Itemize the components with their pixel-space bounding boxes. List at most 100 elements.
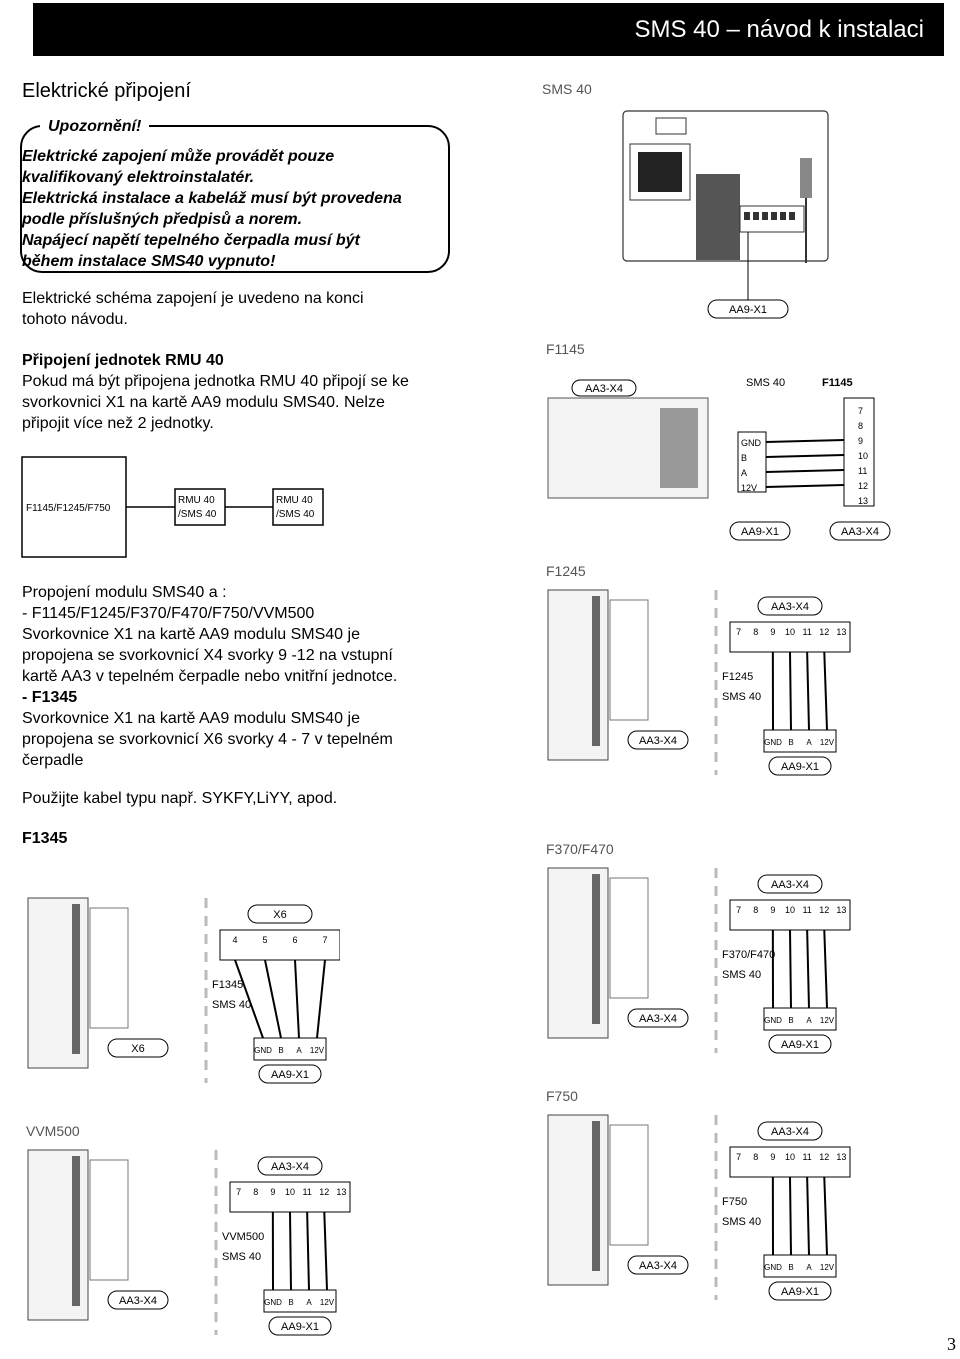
- pin-label: 12V: [820, 1263, 835, 1272]
- pin-label: 7: [858, 406, 863, 416]
- modules-section: Propojení modulu SMS40 a : - F1145/F1245…: [22, 582, 397, 771]
- unit-component: [592, 1121, 600, 1271]
- pin-label: 9: [858, 436, 863, 446]
- text-line: svorkovnici X1 na kartě AA9 modulu SMS40…: [22, 394, 385, 411]
- page-number: 3: [947, 1334, 956, 1354]
- warning-text: Elektrické zapojení může provádět pouze …: [22, 146, 452, 272]
- figure-label: F750: [546, 1088, 578, 1104]
- wire: [823, 1176, 828, 1256]
- pin-label: A: [741, 468, 747, 478]
- row-label: SMS 40: [722, 969, 761, 981]
- row-label: SMS 40: [722, 691, 761, 703]
- wire: [789, 929, 792, 1009]
- wire: [294, 959, 300, 1039]
- unit-component: [660, 408, 698, 488]
- pin-label: 13: [336, 1187, 346, 1197]
- pin-label: 12: [819, 905, 829, 915]
- card-badge-frame: [627, 1008, 689, 1028]
- figure-label: SMS 40: [542, 81, 592, 97]
- terminal-block: [219, 929, 340, 961]
- card-badge-frame: [107, 1038, 169, 1058]
- pin-label: 9: [770, 627, 775, 637]
- bottom-badge-frame: [768, 756, 832, 776]
- row-label: F750: [722, 1196, 747, 1208]
- bottom-badge: AA9-X1: [781, 1286, 819, 1298]
- pin-label: B: [288, 1298, 293, 1307]
- wire: [765, 439, 845, 443]
- text-line: propojena se svorkovnicí X6 svorky 4 - 7…: [22, 731, 393, 748]
- text-line: Svorkovnice X1 na kartě AA9 modulu SMS40…: [22, 626, 360, 643]
- board-transformer: [696, 174, 740, 260]
- text-line: tohoto návodu.: [22, 311, 128, 328]
- board-chip: [638, 152, 682, 192]
- row-label: SMS 40: [722, 1216, 761, 1228]
- top-badge-frame: [257, 1156, 323, 1176]
- wire: [823, 651, 828, 731]
- pin-label: 9: [770, 905, 775, 915]
- card-badge: AA3-X4: [639, 735, 677, 747]
- pin-label: 8: [753, 1152, 758, 1162]
- pin-label: GND: [764, 1263, 782, 1272]
- pin-label: 12: [819, 627, 829, 637]
- pin-label: 13: [836, 627, 846, 637]
- wire: [323, 1211, 328, 1291]
- bottom-terminal: [253, 1037, 327, 1061]
- pin-label: 7: [736, 627, 741, 637]
- pin-label: 8: [253, 1187, 258, 1197]
- top-badge: AA3-X4: [771, 1126, 809, 1138]
- pin-label: 13: [858, 496, 868, 506]
- wire: [765, 484, 845, 488]
- pin-label: 7: [322, 935, 327, 945]
- wire: [306, 1211, 310, 1291]
- top-badge: AA3-X4: [771, 601, 809, 613]
- wire: [289, 1211, 292, 1291]
- f1345-heading: F1345: [22, 830, 68, 847]
- pin-label: 4: [232, 935, 237, 945]
- warning-line: podle příslušných předpisů a norem.: [22, 211, 303, 228]
- chain-box-main-label: F1145/F1245/F750: [26, 503, 111, 514]
- pin-label: 10: [785, 905, 795, 915]
- warning-line: Napájecí napětí tepelného čerpadla musí …: [22, 232, 360, 249]
- row-label: VVM500: [222, 1231, 264, 1243]
- unit-component: [72, 904, 80, 1054]
- pin-label: 12V: [820, 738, 835, 747]
- top-badge-frame: [757, 1121, 823, 1141]
- bottom-badge-frame: [268, 1316, 332, 1336]
- chain-box-rmu1-line1: RMU 40: [178, 495, 215, 506]
- pin-label: 8: [858, 421, 863, 431]
- warning-line: Elektrická instalace a kabeláž musí být …: [22, 190, 402, 207]
- bottom-terminal: [763, 729, 837, 753]
- figure-label: VVM500: [26, 1123, 80, 1139]
- card-badge-frame: [627, 1255, 689, 1275]
- top-badge: X6: [273, 909, 286, 921]
- pin-label: 12V: [320, 1298, 335, 1307]
- connector-badge-label: AA9-X1: [729, 304, 767, 316]
- row-label: F1245: [722, 671, 753, 683]
- pin-label: A: [306, 1298, 312, 1307]
- pin-label: 6: [292, 935, 297, 945]
- figure-label: F370/F470: [546, 841, 614, 857]
- pin-label: B: [741, 453, 747, 463]
- bottom-badge-frame: [258, 1064, 322, 1084]
- figure-label: F1245: [546, 563, 586, 579]
- section-title: Elektrické připojení: [22, 80, 191, 102]
- unit-panel: [609, 599, 649, 721]
- pin-label: 9: [770, 1152, 775, 1162]
- text-line: připojit více než 2 jednotky.: [22, 415, 214, 432]
- bottom-badge-frame: [768, 1034, 832, 1054]
- text-line: Svorkovnice X1 na kartě AA9 modulu SMS40…: [22, 710, 360, 727]
- terminal-block: [729, 899, 851, 931]
- pin-label: B: [788, 1263, 793, 1272]
- pin-label: 8: [753, 905, 758, 915]
- schema-note: Elektrické schéma zapojení je uvedeno na…: [22, 288, 364, 330]
- wire: [765, 469, 845, 473]
- text-line: Elektrické schéma zapojení je uvedeno na…: [22, 290, 364, 307]
- pin-label: 10: [858, 451, 868, 461]
- figure-label: F1145: [546, 341, 585, 357]
- pin-label: 11: [802, 1152, 811, 1162]
- page-title: SMS 40 – návod k instalaci: [634, 16, 925, 43]
